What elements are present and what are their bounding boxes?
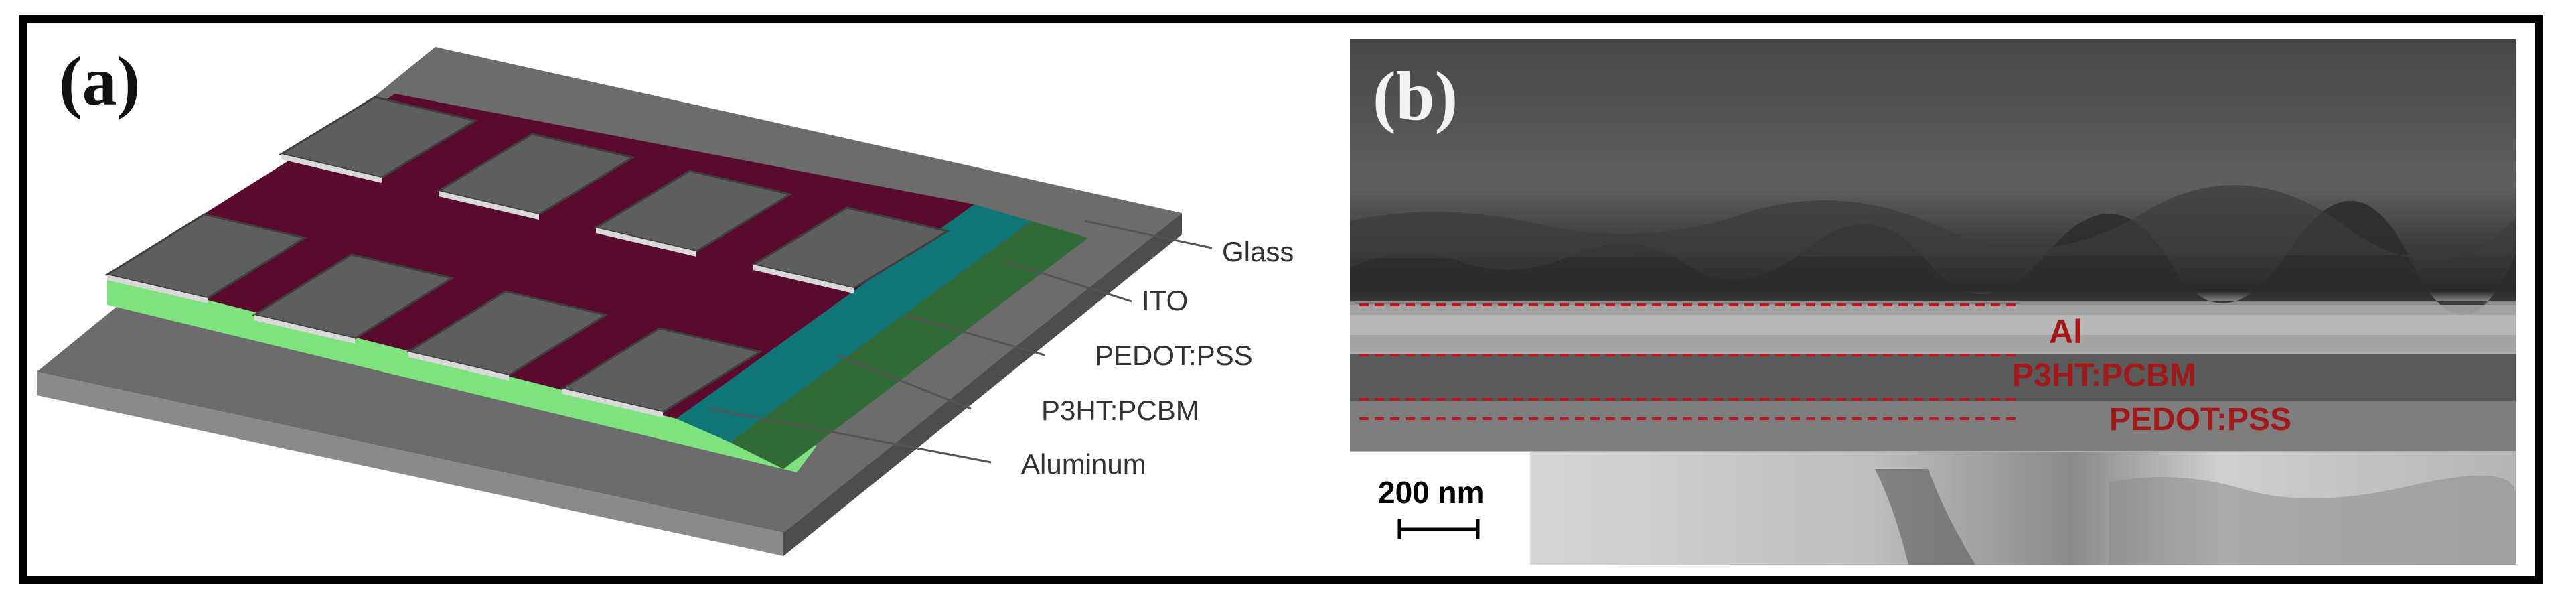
aluminum-label: Aluminum [1021, 448, 1146, 480]
sem-al-label: Al [2049, 313, 2082, 350]
scale-bar-box [1350, 452, 1530, 565]
scale-bar [1397, 519, 1480, 539]
layer-boundaries [1359, 304, 2016, 420]
active-layer [107, 94, 974, 419]
ito-label: ITO [1142, 285, 1189, 316]
figure-frame [19, 15, 2543, 584]
panel-a-label: (a) [59, 43, 141, 120]
glass-label: Glass [1222, 236, 1294, 267]
callout-lines [709, 220, 1213, 464]
scale-bar-label: 200 nm [1378, 475, 1485, 510]
pedot-layer [676, 204, 1031, 442]
p3ht-label: P3HT:PCBM [1041, 395, 1199, 426]
aluminum-electrodes [104, 96, 950, 413]
sem-pedot-label: PEDOT:PSS [2109, 402, 2292, 437]
electrode-edges [107, 154, 854, 417]
green-layer [730, 221, 1088, 469]
panel-b-label: (b) [1373, 58, 1458, 135]
sem-p3ht-label: P3HT:PCBM [2012, 358, 2196, 393]
pedot-label: PEDOT:PSS [1095, 340, 1253, 371]
